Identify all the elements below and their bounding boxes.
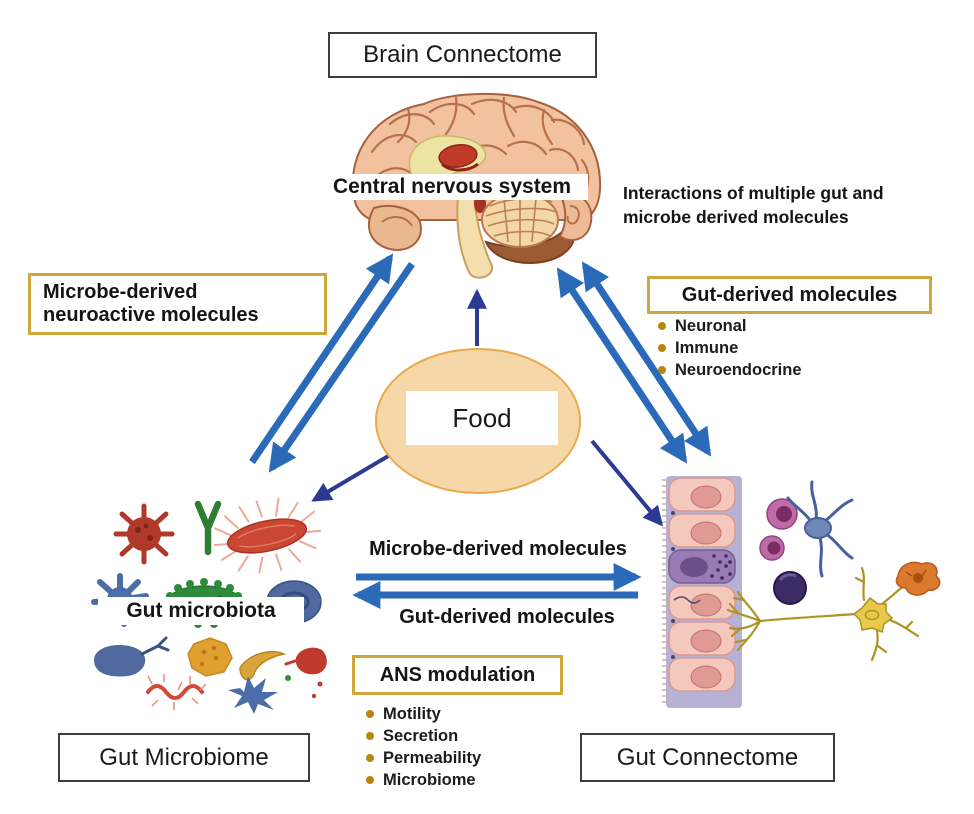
list-item: Neuronal [658, 315, 802, 337]
red-spiral-microbe [146, 674, 207, 710]
lymphocyte-cells [759, 498, 798, 561]
bullet-icon [658, 344, 666, 352]
gut-derived-molecules-header: Gut-derived molecules [681, 283, 898, 306]
central-nervous-system-band: Central nervous system [316, 174, 588, 200]
list-item: Permeability [366, 747, 481, 769]
epithelial-cells [668, 477, 736, 692]
bullet-icon [366, 710, 374, 718]
neuron-soma [852, 596, 894, 634]
gut-microbiome-box: Gut Microbiome [58, 733, 310, 782]
gut-to-microbe-arrow-label: Gut-derived molecules [399, 606, 615, 628]
ans-bullet-list: Motility Secretion Permeability Microbio… [366, 703, 481, 791]
bullet-icon [366, 754, 374, 762]
ans-modulation-box: ANS modulation [352, 655, 563, 695]
interactions-note: Interactions of multiple gut and microbe… [623, 183, 884, 227]
red-teardrop-microbe [284, 647, 327, 687]
bullet-icon [366, 776, 374, 784]
gut-derived-molecules-box: Gut-derived molecules [647, 276, 932, 314]
blue-starburst-microbe [228, 676, 278, 714]
list-item: Neuroendocrine [658, 359, 802, 381]
microbe-to-gut-arrow-label: Microbe-derived molecules [369, 538, 627, 560]
gut-epithelium-illustration [662, 476, 941, 708]
ans-modulation-header: ANS modulation [379, 663, 536, 686]
yellow-crescent-microbe [239, 650, 287, 681]
green-y-microbe [194, 500, 222, 556]
gut-connectome-label: Gut Connectome [616, 743, 799, 771]
food-ellipse: Food [375, 348, 581, 494]
gut-microbiota-band: Gut microbiota [98, 597, 304, 625]
blue-teardrop-microbe [94, 636, 170, 677]
gut-microbiome-label: Gut Microbiome [99, 743, 269, 771]
enteric-neuron [726, 566, 920, 662]
food-label: Food [452, 402, 512, 433]
gut-connectome-box: Gut Connectome [580, 733, 835, 782]
brain-connectome-label: Brain Connectome [363, 41, 562, 68]
pink-ciliated-rod [213, 497, 322, 574]
brush-border [662, 479, 668, 703]
list-item: Immune [658, 337, 802, 359]
arrow-food-to-gut [590, 439, 664, 527]
microbe-neuroactive-label: Microbe-derived neuroactive molecules [43, 281, 259, 326]
glial-cell [895, 561, 941, 596]
brain-connectome-box: Brain Connectome [328, 32, 597, 78]
central-nervous-system-label: Central nervous system [332, 175, 572, 198]
list-item: Microbiome [366, 769, 481, 791]
microbe-neuroactive-box: Microbe-derived neuroactive molecules [28, 273, 327, 335]
macrophage-cell [773, 571, 807, 605]
bullet-icon [658, 322, 666, 330]
bullet-icon [366, 732, 374, 740]
orange-textured-microbe [187, 637, 233, 677]
bullet-icon [658, 366, 666, 374]
list-item: Motility [366, 703, 481, 725]
list-item: Secretion [366, 725, 481, 747]
food-label-band: Food [406, 391, 558, 445]
gut-derived-bullet-list: Neuronal Immune Neuroendocrine [658, 315, 802, 381]
gut-microbiota-label: Gut microbiota [126, 599, 276, 622]
gut-microbiota-illustration [91, 497, 327, 714]
